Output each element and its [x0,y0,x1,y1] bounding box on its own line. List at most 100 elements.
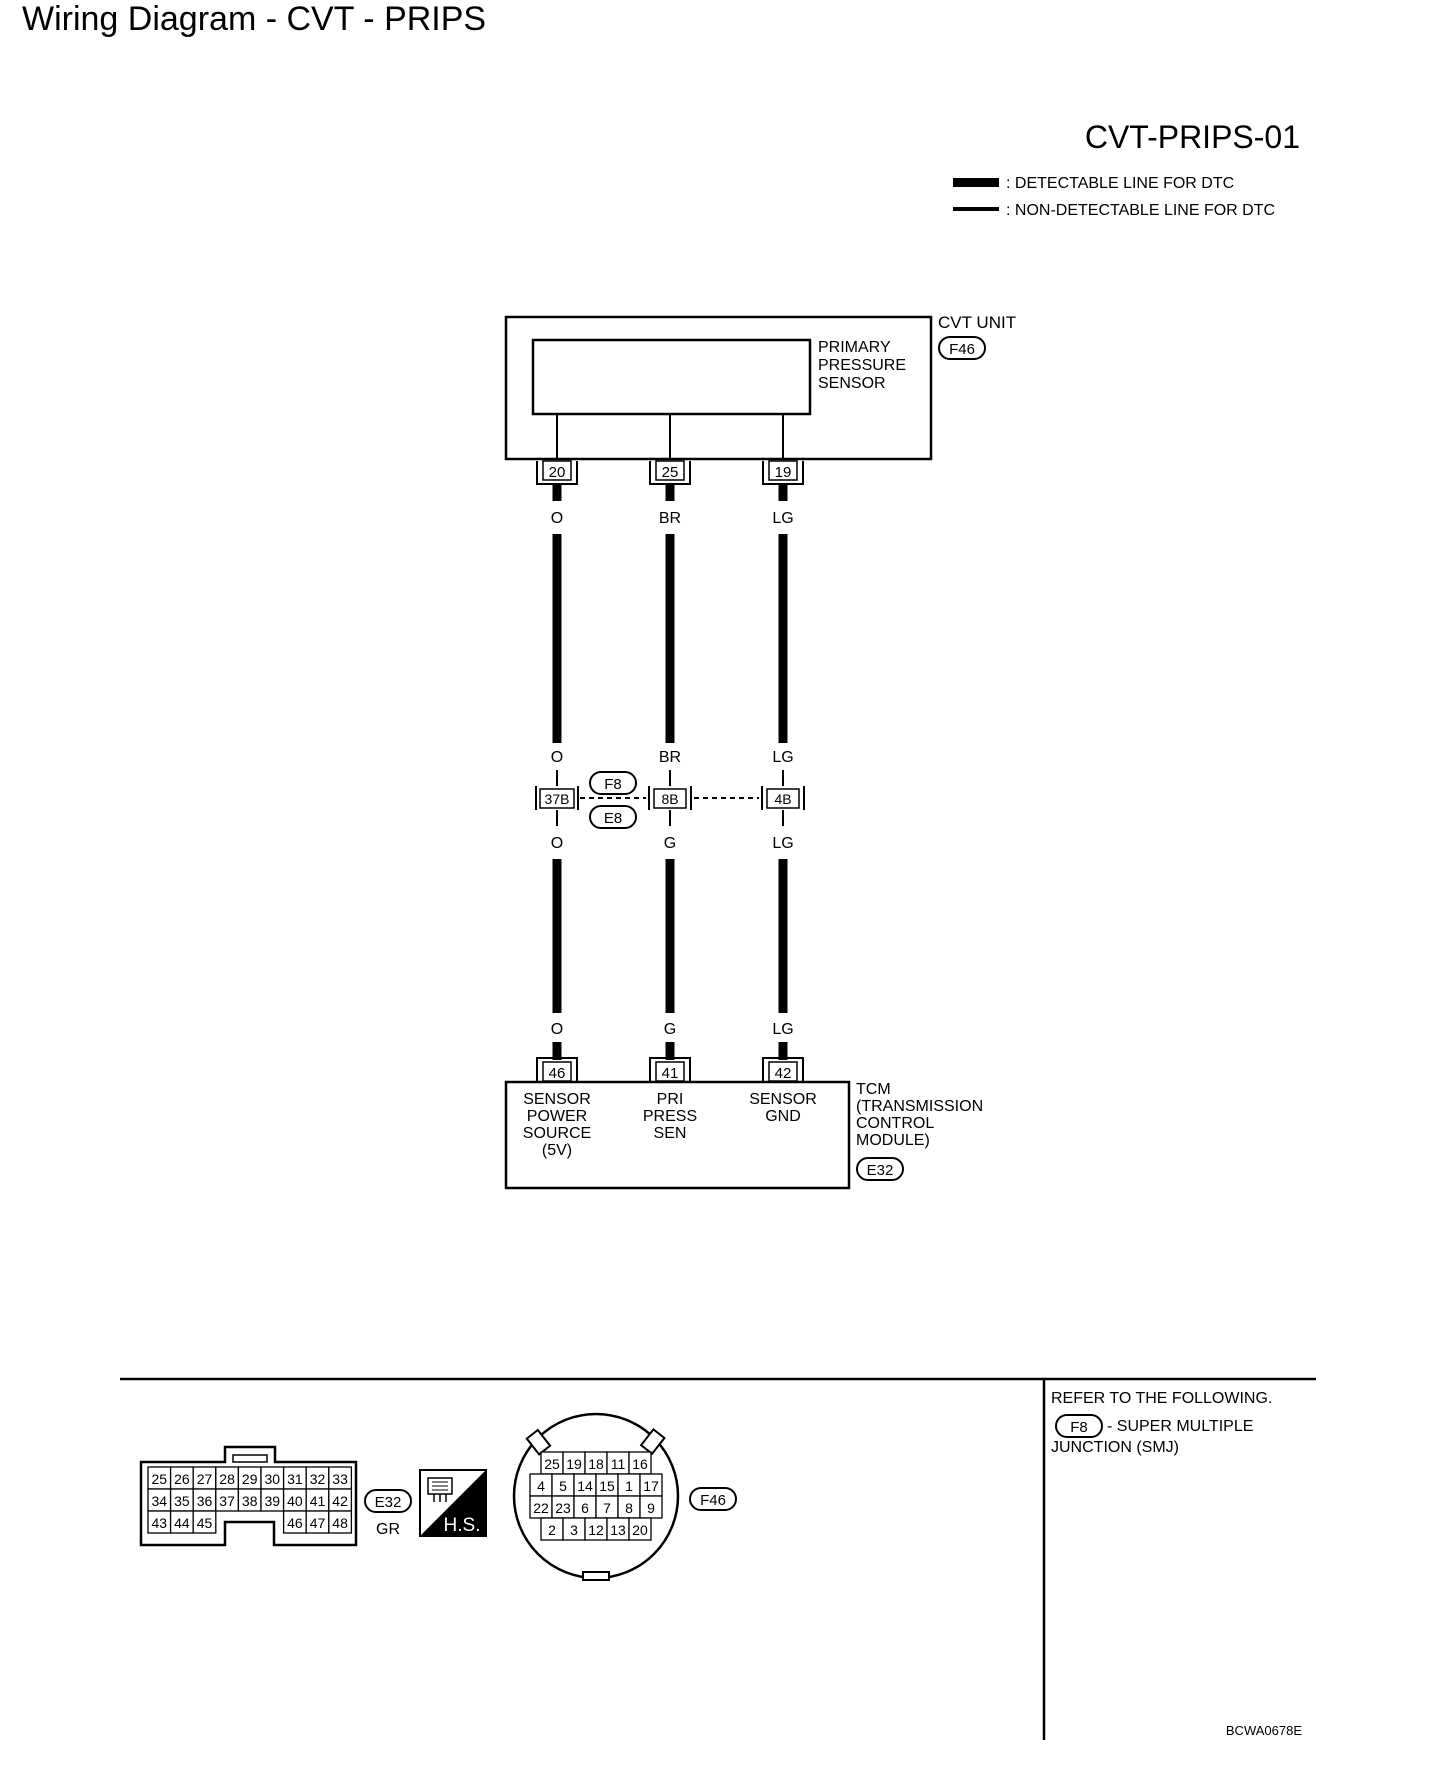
page-title: Wiring Diagram - CVT - PRIPS [22,0,487,38]
pin-label: (5V) [542,1142,572,1159]
terminal-20: 20 [536,460,578,485]
legend-thin-line [953,207,999,211]
tcm-box [504,1080,851,1190]
connector-pin-label: 33 [332,1471,348,1487]
connector-pin-label: 23 [555,1500,571,1516]
pin-label: SEN [654,1125,687,1142]
e32-connector-color: GR [376,1521,400,1538]
refer-heading: REFER TO THE FOLLOWING. [1051,1390,1272,1407]
terminal-label: 19 [775,464,792,481]
wire-color-label: LG [772,749,793,766]
e32-housing [139,1445,358,1547]
connector-pin-label: 40 [287,1493,303,1509]
pin-label: SOURCE [523,1125,591,1142]
connector-pin-label: 5 [559,1478,567,1494]
connector-pin-label: 26 [174,1471,190,1487]
sensor-label-line-1: PRIMARY [818,339,891,356]
connector-pin-label: 35 [174,1493,190,1509]
connector-pin-label: 25 [544,1456,560,1472]
connector-pin-label: 45 [197,1515,213,1531]
connector-pin-label: 41 [310,1493,326,1509]
refer-connector-name: F8 [1070,1419,1088,1436]
connector-pin-label: 4 [537,1478,545,1494]
connector-pin-label: 7 [603,1500,611,1516]
connector-pin [328,1510,353,1534]
connector-pin-label: 2 [548,1522,556,1538]
tcm-label-line: TCM [856,1081,891,1098]
terminal-25: 25 [649,460,691,485]
connector-pin-label: 22 [533,1500,549,1516]
terminal-41: 41 [649,1057,691,1082]
connector-pin-label: 9 [647,1500,655,1516]
pin-label: SENSOR [749,1091,817,1108]
terminal-label: 20 [549,464,566,481]
connector-pin-label: 47 [310,1515,326,1531]
tcm: SENSOR POWER SOURCE (5V) PRI PRESS SEN S… [504,1080,983,1190]
connector-pin-label: 12 [588,1522,604,1538]
connector-pin-label: 43 [152,1515,168,1531]
f46-connector-badge [689,1487,737,1511]
connector-pin-label: 31 [287,1471,303,1487]
tcm-terminals: 46 41 42 [536,1057,804,1082]
connector-pin [628,1517,652,1541]
connector-pin-label: 36 [197,1493,213,1509]
connector-pin-label: 6 [581,1500,589,1516]
connector-pin-label: 8 [625,1500,633,1516]
terminal-37b: 37B [535,786,579,810]
pin-label: POWER [527,1108,587,1125]
terminal-label: 25 [662,464,679,481]
hs-badge-fill [420,1470,486,1536]
connector-pin-label: 46 [287,1515,303,1531]
legend-detectable-text: : DETECTABLE LINE FOR DTC [1006,175,1234,192]
terminal-label: 8B [661,791,678,807]
primary-pressure-sensor-box [531,338,812,416]
tcm-label-line: CONTROL [856,1115,934,1132]
legend-non-detectable-text: : NON-DETECTABLE LINE FOR DTC [1006,202,1275,219]
connector-pin [192,1510,217,1534]
pin-label: PRI [657,1091,684,1108]
tcm-label-line: (TRANSMISSION [856,1098,983,1115]
connector-plug-icon [427,1477,453,1502]
cvt-unit-connector-badge [938,336,986,360]
smj-connector-f8: F8 [604,776,622,793]
connector-pin-label: 44 [174,1515,190,1531]
connector-pin-label: 19 [566,1456,582,1472]
upper-wires: O BR LG O BR LG [551,484,794,766]
terminal-label: 46 [549,1065,566,1082]
connector-pin-label: 28 [219,1471,235,1487]
connector-pin-label: 3 [570,1522,578,1538]
e32-connector-name: E32 [375,1494,402,1511]
connector-pin-label: 29 [242,1471,258,1487]
connector-pin-label: 16 [632,1456,648,1472]
e32-connector-badge [364,1489,412,1513]
connector-pin-label: 14 [577,1478,593,1494]
wire-color-label: O [551,510,563,527]
connector-pin-label: 42 [332,1493,348,1509]
f46-key [582,1571,610,1581]
cvt-unit: PRIMARY PRESSURE SENSOR CVT UNIT F46 [504,313,1016,461]
connector-pin-label: 37 [219,1493,235,1509]
wire-color-label: O [551,749,563,766]
cvt-terminals: 20 25 19 [536,460,804,485]
connector-pin-label: 11 [611,1456,626,1472]
connector-pin-label: 25 [152,1471,168,1487]
terminal-label: 42 [775,1065,792,1082]
connector-pin-label: 20 [632,1522,648,1538]
terminal-42: 42 [762,1057,804,1082]
connector-pin-label: 18 [588,1456,604,1472]
lower-wires: O G LG O G LG [551,835,794,1060]
figure-code: BCWA0678E [1226,1723,1302,1738]
wire-color-label: LG [772,510,793,527]
tcm-connector-badge [856,1157,904,1181]
connector-pin-label: 15 [599,1478,615,1494]
terminal-label: 41 [662,1065,679,1082]
connector-pin-label: 30 [265,1471,281,1487]
wire-color-label: O [551,1021,563,1038]
wire-color-label: BR [659,749,681,766]
refer-line1: - SUPER MULTIPLE [1107,1418,1253,1435]
wire-color-label: O [551,835,563,852]
connector-pin-label: 17 [643,1478,659,1494]
pin-label: SENSOR [523,1091,591,1108]
